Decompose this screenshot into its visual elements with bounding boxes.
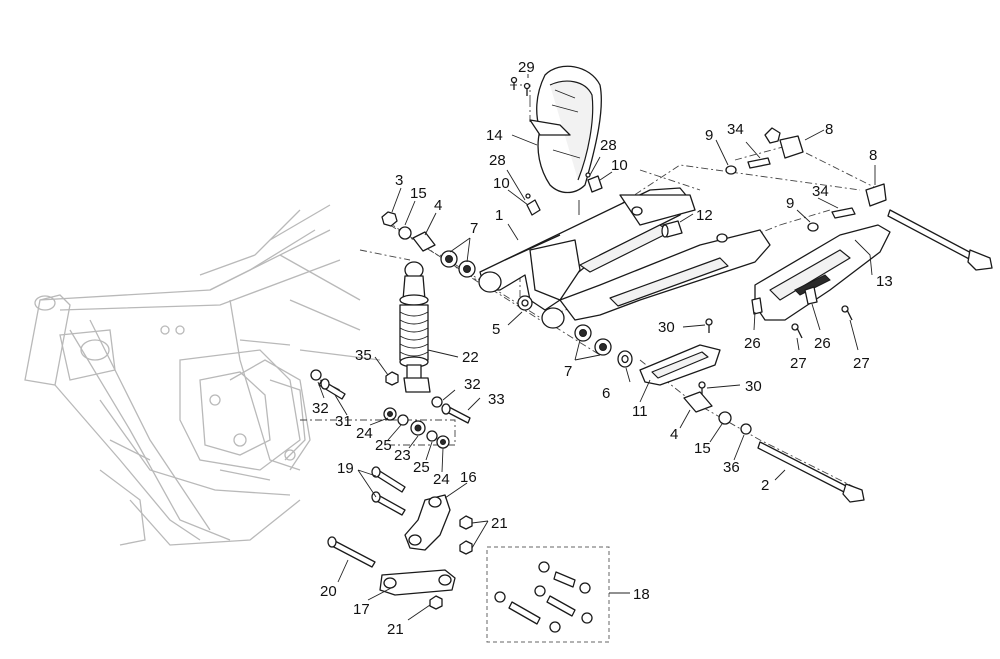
linkage-bearings [383,407,450,449]
callout-35: 35 [355,347,372,364]
clip-10-screw-28 [525,172,603,216]
leader-lines [317,74,876,621]
callout-22: 22 [462,349,479,366]
callout-7-a: 7 [470,220,478,237]
callout-34-b: 34 [812,183,829,200]
callout-9-a: 9 [705,127,713,144]
callout-5: 5 [492,321,500,338]
callout-28-b: 28 [489,152,506,169]
callout-30-b: 30 [745,378,762,395]
callout-21-a: 21 [491,515,508,532]
callout-4-a: 4 [434,197,442,214]
linkage-rocker [404,494,473,555]
callout-17: 17 [353,601,370,618]
callout-10-b: 10 [493,175,510,192]
callout-27-b: 27 [853,355,870,372]
callout-11: 11 [632,403,648,420]
chain-guard [754,224,891,321]
clip-26-screw-27 [751,286,853,339]
callout-labels: 29 14 28 10 28 10 1 12 9 34 8 8 9 34 13 … [312,59,893,638]
callout-15-a: 15 [410,185,427,202]
callout-28-a: 28 [600,137,617,154]
callout-8-a: 8 [825,121,833,138]
bolts-19 [371,466,406,516]
callout-2: 2 [761,477,769,494]
callout-26-b: 26 [814,335,831,352]
callout-24-b: 24 [433,471,450,488]
callout-24-a: 24 [356,425,373,442]
adjuster-parts-lower [807,183,887,232]
adjuster-parts-upper [725,127,804,175]
callout-25-b: 25 [413,459,430,476]
callout-20: 20 [320,583,337,600]
linkage-plate [379,569,456,610]
rear-mudguard [529,65,602,194]
callout-16: 16 [460,469,477,486]
callout-18: 18 [633,586,650,603]
callout-29: 29 [518,59,535,76]
callout-7-b: 7 [564,363,572,380]
shock-mount-bolts [385,371,471,424]
linkage-bolt-31 [310,369,346,400]
callout-13: 13 [876,273,893,290]
shock-absorber [399,261,431,393]
callout-12: 12 [696,207,713,224]
callout-10-a: 10 [611,157,628,174]
callout-15-b: 15 [694,440,711,457]
callout-32-a: 32 [464,376,481,393]
upper-pivot-parts [381,211,533,311]
lower-pivot-parts [574,324,633,368]
bolt-20 [327,536,376,568]
callout-33: 33 [488,391,505,408]
callout-32-b: 32 [312,400,329,417]
callout-27-a: 27 [790,355,807,372]
swingarm [478,187,771,329]
callout-21-b: 21 [387,621,404,638]
callout-30-a: 30 [658,319,675,336]
callout-19: 19 [337,460,354,477]
callout-3: 3 [395,172,403,189]
rear-axle-upper [887,209,993,271]
callout-25-a: 25 [375,437,392,454]
callout-1: 1 [495,207,503,224]
chain-slider [639,318,721,395]
callout-26-a: 26 [744,335,761,352]
kit-18 [486,546,610,643]
pin-12 [661,220,683,238]
callout-23: 23 [394,447,411,464]
callout-4-b: 4 [670,426,678,443]
callout-31: 31 [335,413,352,430]
rear-axle-lower [683,391,865,503]
callout-9-b: 9 [786,195,794,212]
frame-ghost [24,204,381,546]
callout-14: 14 [486,127,503,144]
callout-36: 36 [723,459,740,476]
callout-8-b: 8 [869,147,877,164]
callout-6: 6 [602,385,610,402]
callout-34-a: 34 [727,121,744,138]
screw-29 [510,76,531,96]
